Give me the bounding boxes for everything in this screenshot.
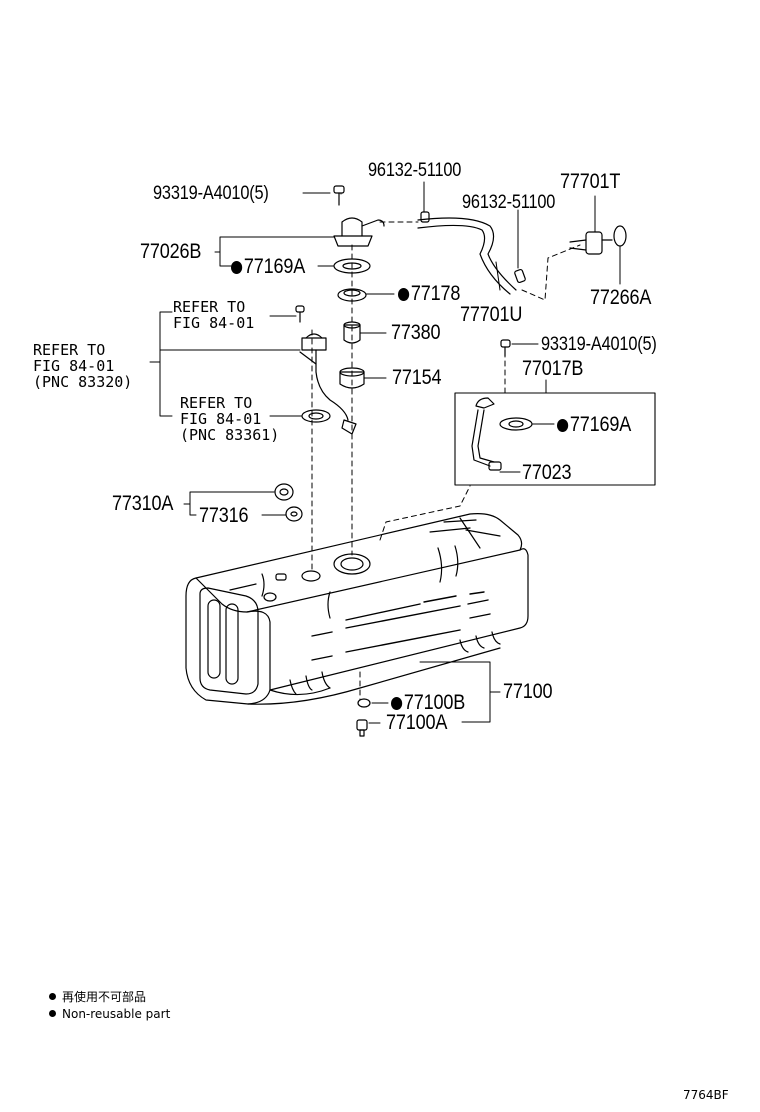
non-reusable-dot-icon bbox=[231, 261, 243, 274]
label-77154[interactable]: 77154 bbox=[392, 366, 442, 389]
label-93319-a4010-top[interactable]: 93319-A4010(5) bbox=[153, 183, 269, 204]
refer-b-line2: FIG 84-01 bbox=[33, 357, 115, 375]
fuel-tank-drawing bbox=[185, 513, 529, 705]
legend-en-text: Non-reusable part bbox=[62, 1007, 171, 1021]
refer-to-block-b[interactable]: REFER TO FIG 84-01 (PNC 83320) bbox=[33, 342, 132, 390]
bolt-93319-top bbox=[333, 185, 345, 206]
refer-b-line3: (PNC 83320) bbox=[33, 373, 133, 391]
label-93319-a4010-mid[interactable]: 93319-A4010(5) bbox=[541, 334, 657, 355]
non-reusable-dot-icon bbox=[398, 288, 410, 301]
refer-a-line2: FIG 84-01 bbox=[173, 314, 255, 332]
label-77701u[interactable]: 77701U bbox=[460, 303, 523, 326]
label-77266a[interactable]: 77266A bbox=[590, 286, 652, 309]
figure-id: 7764BF bbox=[683, 1088, 729, 1102]
legend-jp-text: 再使用不可部品 bbox=[62, 990, 147, 1004]
label-77169a-top[interactable]: 77169A bbox=[231, 255, 306, 278]
label-77100a[interactable]: 77100A bbox=[386, 711, 448, 734]
legend-row-en: Non-reusable part bbox=[49, 1007, 170, 1021]
refer-c-line2: FIG 84-01 bbox=[180, 410, 262, 428]
label-77023[interactable]: 77023 bbox=[522, 461, 572, 484]
non-reusable-dot-icon bbox=[557, 419, 569, 432]
refer-b-line1: REFER TO bbox=[33, 341, 106, 359]
label-77100b[interactable]: 77100B bbox=[391, 691, 466, 714]
non-reusable-dot-icon bbox=[49, 993, 56, 1000]
label-77178[interactable]: 77178 bbox=[398, 282, 461, 305]
label-77100b-text: 77100B bbox=[403, 691, 466, 714]
label-77310a[interactable]: 77310A bbox=[112, 492, 174, 515]
fuel-sender-unit bbox=[299, 333, 357, 435]
label-77169a-box[interactable]: 77169A bbox=[557, 413, 632, 436]
drain-plug-77100a bbox=[356, 719, 368, 737]
label-96132-51100-b[interactable]: 96132-51100 bbox=[462, 192, 556, 213]
label-77701t[interactable]: 77701T bbox=[560, 170, 621, 193]
label-77026b[interactable]: 77026B bbox=[140, 240, 202, 263]
label-77316[interactable]: 77316 bbox=[199, 504, 249, 527]
refer-c-line3: (PNC 83361) bbox=[180, 426, 280, 444]
non-reusable-dot-icon bbox=[49, 1010, 56, 1017]
legend-row-jp: 再使用不可部品 bbox=[49, 990, 170, 1004]
label-77017b[interactable]: 77017B bbox=[522, 357, 584, 380]
label-77169a-box-text: 77169A bbox=[569, 413, 632, 436]
refer-a-line1: REFER TO bbox=[173, 298, 246, 316]
legend: 再使用不可部品 Non-reusable part bbox=[49, 990, 170, 1021]
label-77169a-top-text: 77169A bbox=[243, 255, 306, 278]
refer-c-line1: REFER TO bbox=[180, 394, 253, 412]
label-77380[interactable]: 77380 bbox=[391, 321, 441, 344]
label-77178-text: 77178 bbox=[410, 282, 461, 305]
refer-to-block-a[interactable]: REFER TO FIG 84-01 bbox=[173, 299, 254, 331]
label-77100[interactable]: 77100 bbox=[503, 680, 553, 703]
filter-77701t bbox=[569, 225, 627, 255]
sender-cap-77026b bbox=[333, 217, 385, 247]
non-reusable-dot-icon bbox=[391, 697, 403, 710]
refer-to-block-c[interactable]: REFER TO FIG 84-01 (PNC 83361) bbox=[180, 395, 279, 443]
label-96132-51100-a[interactable]: 96132-51100 bbox=[368, 160, 462, 181]
fuel-gauge-77017b bbox=[471, 397, 533, 471]
